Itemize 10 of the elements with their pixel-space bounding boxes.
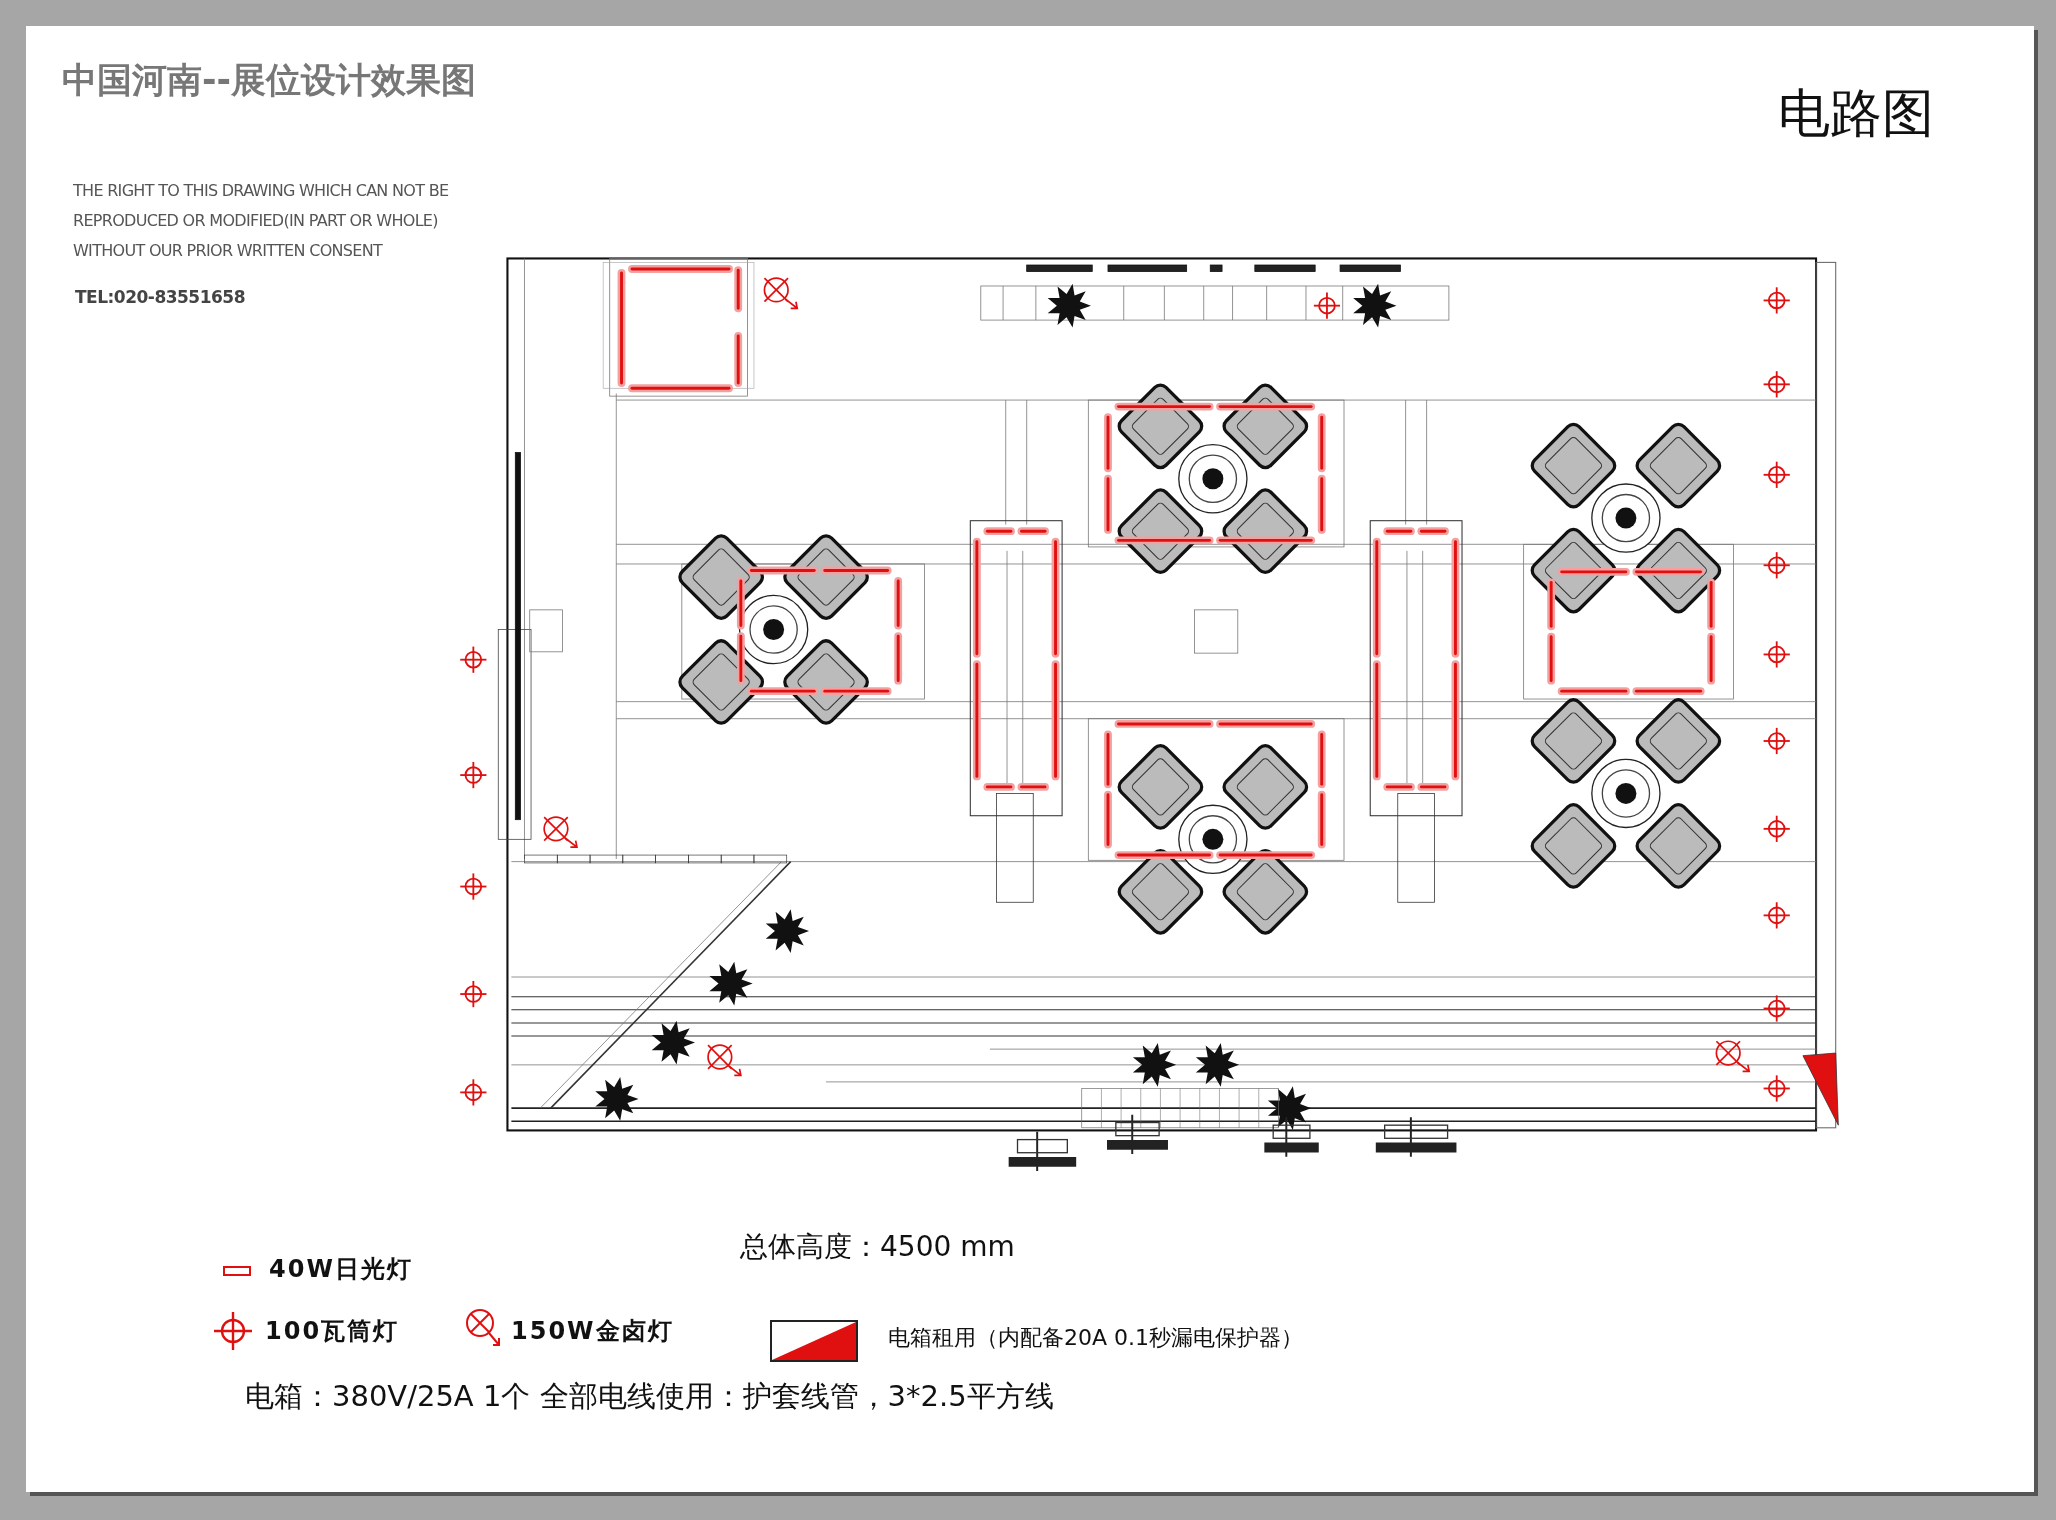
legend-label: 100瓦筒灯 <box>265 1318 400 1346</box>
height-note: 总体高度：4500 mm <box>740 1231 1015 1264</box>
legend-label: 电箱租用（内配备20A 0.1秒漏电保护器） <box>888 1325 1304 1351</box>
drawing-title: 中国河南--展位设计效果图 <box>62 60 477 101</box>
copyright-note: THE RIGHT TO THIS DRAWING WHICH CAN NOT BE REPRODUCED OR MODIFIED(IN PART OR WHOLE) WITHOUT OUR PRIOR WRITTEN CONSENT <box>73 180 450 262</box>
phone-number: TEL:020-83551658 <box>75 288 245 308</box>
sheet-title: 电路图 <box>1778 84 1934 144</box>
legend-label: 40W日光灯 <box>269 1256 413 1284</box>
power-note: 电箱：380V/25A 1个 全部电线使用：护套线管，3*2.5平方线 <box>245 1380 1054 1414</box>
legend-label: 150W金卤灯 <box>511 1318 674 1346</box>
